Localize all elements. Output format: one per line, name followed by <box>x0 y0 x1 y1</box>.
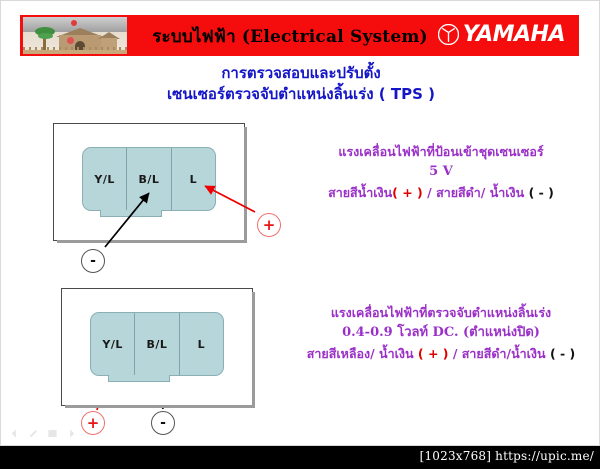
info-heading-2: แรงเคลื่อนไฟฟ้าที่ตรวจจับตำแหน่งลิ้นเร่ง <box>330 305 552 320</box>
measurement-info-2: แรงเคลื่อนไฟฟ้าที่ตรวจจับตำแหน่งลิ้นเร่ง… <box>289 303 593 363</box>
yamaha-wordmark: YAMAHA <box>462 22 566 47</box>
connector-pin-yl-1: Y/L <box>83 148 128 210</box>
info-wires-1: สายสีน้ำเงิน( + ) / สายสีดำ/ น้ำเงิน ( -… <box>289 183 593 202</box>
info-wire-positive-1: สายสีน้ำเงิน <box>328 185 393 200</box>
connector-pin-bl-1: B/L <box>127 148 172 210</box>
connector-body-2: Y/L B/L L <box>90 312 224 376</box>
connector-latch-tab-1 <box>100 210 162 217</box>
slide-subtitle: การตรวจสอบและปรับตั้ง เซนเซอร์ตรวจจับตำแ… <box>101 63 501 105</box>
info-value-1: 5 V <box>429 164 453 179</box>
tps-connector-diagram-1: Y/L B/L L <box>53 123 247 243</box>
connector-pin-yl-2: Y/L <box>91 313 136 375</box>
presentation-slide: ระบบไฟฟ้า (Electrical System) YAMAHA การ… <box>0 0 600 446</box>
info-wires-2: สายสีเหลือง/ น้ำเงิน ( + ) / สายสีดำ/น้ำ… <box>289 344 593 363</box>
connector-pin-l-1: L <box>189 172 198 186</box>
probe-badge-negative-2: - <box>151 411 175 435</box>
subtitle-line-2: เซนเซอร์ตรวจจับตำแหน่งลิ้นเร่ง ( TPS ) <box>167 85 435 103</box>
info-wire-separator-2: / <box>448 346 462 361</box>
info-wire-negative-sign-1: ( - ) <box>528 185 554 200</box>
image-info-text: [1023x768] https://upic.me/ <box>419 449 594 463</box>
tps-connector-diagram-2: Y/L B/L L <box>61 288 255 408</box>
connector-pin-bl-2: B/L <box>135 313 180 375</box>
info-value-2: 0.4-0.9 โวลท์ DC. (ตำแหน่งปิด) <box>342 325 540 340</box>
probe-badge-negative-1: - <box>81 249 105 273</box>
info-heading-1: แรงเคลื่อนไฟฟ้าที่ป้อนเข้าชุดเซนเซอร์ <box>338 144 544 159</box>
info-wire-positive-sign-2: ( + ) <box>417 346 449 361</box>
yamaha-logo: YAMAHA <box>437 22 566 47</box>
measurement-info-1: แรงเคลื่อนไฟฟ้าที่ป้อนเข้าชุดเซนเซอร์ 5 … <box>289 142 593 202</box>
connector-latch-tab-2 <box>108 375 170 382</box>
thai-village-illustration-icon <box>23 17 127 54</box>
previous-arrow-icon[interactable] <box>9 428 20 439</box>
connector-body-1: Y/L B/L L <box>82 147 216 211</box>
connector-pin-l-2: L <box>197 337 206 351</box>
info-wire-separator-1: / <box>422 185 437 200</box>
viewer-bottom-bar: [1023x768] https://upic.me/ <box>0 446 600 469</box>
subtitle-line-1: การตรวจสอบและปรับตั้ง <box>221 64 381 82</box>
probe-badge-positive-2: + <box>81 411 105 435</box>
info-wire-negative-sign-2: ( - ) <box>549 346 576 361</box>
info-wire-positive-2: สายสีเหลือง/ น้ำเงิน <box>306 346 414 361</box>
menu-icon[interactable] <box>47 428 58 439</box>
page-title: ระบบไฟฟ้า (Electrical System) <box>152 27 428 47</box>
slide-header: ระบบไฟฟ้า (Electrical System) YAMAHA <box>20 15 579 56</box>
pen-icon[interactable] <box>28 428 39 439</box>
info-wire-negative-1: สายสีดำ/ น้ำเงิน <box>436 185 525 200</box>
slideshow-controls[interactable] <box>9 428 77 439</box>
yamaha-tuning-fork-icon <box>437 24 459 45</box>
info-wire-positive-sign-1: ( + ) <box>392 185 423 200</box>
probe-badge-positive-1: + <box>257 213 281 237</box>
info-wire-negative-2: สายสีดำ/น้ำเงิน <box>461 346 546 361</box>
next-arrow-icon[interactable] <box>66 428 77 439</box>
